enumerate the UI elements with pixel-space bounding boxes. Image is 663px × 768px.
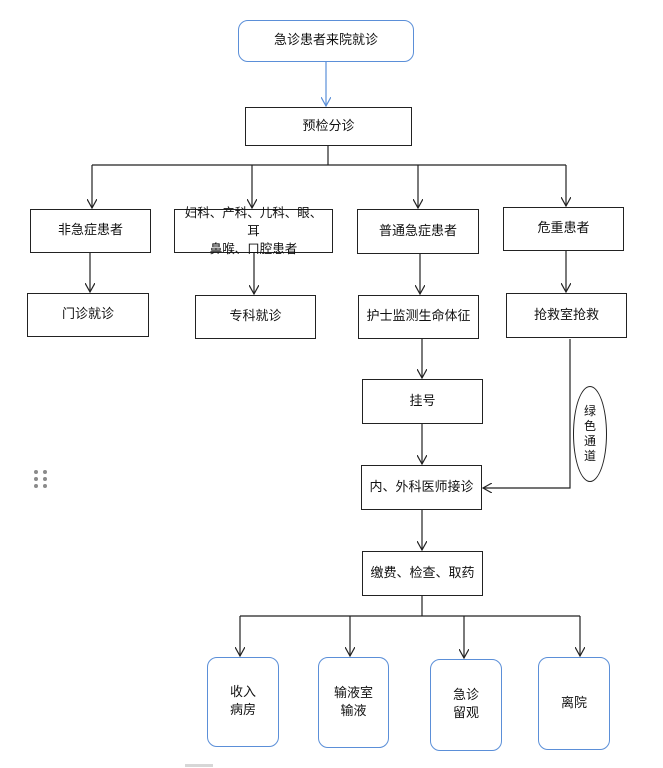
node-payment: 缴费、检查、取药 xyxy=(362,551,483,596)
node-start: 急诊患者来院就诊 xyxy=(238,20,414,62)
node-rescue: 抢救室抢救 xyxy=(506,293,627,338)
node-discharge: 离院 xyxy=(538,657,610,750)
node-critical-label: 危重患者 xyxy=(537,221,590,236)
node-triage-label: 预检分诊 xyxy=(302,118,355,134)
green-channel-label: 绿 色 通 道 xyxy=(573,386,607,482)
node-register: 挂号 xyxy=(362,379,483,424)
node-vital-signs-label: 护士监测生命体征 xyxy=(366,309,471,324)
node-specialty-patients-label: 妇科、产科、儿科、眼、耳 鼻喉、口腔患者 xyxy=(184,205,323,256)
node-specialty-visit: 专科就诊 xyxy=(195,295,316,339)
node-outpatient: 门诊就诊 xyxy=(27,293,149,337)
node-physician: 内、外科医师接诊 xyxy=(361,465,482,510)
node-infusion-label: 输液室 输液 xyxy=(333,685,373,719)
green-channel-text: 绿 色 通 道 xyxy=(583,404,596,463)
node-rescue-label: 抢救室抢救 xyxy=(533,307,599,323)
node-discharge-label: 离院 xyxy=(560,695,587,711)
node-specialty-visit-label: 专科就诊 xyxy=(229,309,282,324)
drag-handle-icon[interactable] xyxy=(34,470,48,488)
horizontal-scrollbar[interactable] xyxy=(185,764,213,767)
node-non-urgent: 非急症患者 xyxy=(30,209,151,253)
node-triage: 预检分诊 xyxy=(245,107,412,146)
node-infusion: 输液室 输液 xyxy=(318,657,389,748)
node-non-urgent-label: 非急症患者 xyxy=(57,223,123,238)
node-observe: 急诊 留观 xyxy=(430,659,502,751)
node-admit-label: 收入 病房 xyxy=(229,685,256,718)
node-register-label: 挂号 xyxy=(409,393,436,409)
node-specialty-patients: 妇科、产科、儿科、眼、耳 鼻喉、口腔患者 xyxy=(174,205,333,256)
node-common-urgent-label: 普通急症患者 xyxy=(378,223,457,239)
node-outpatient-label: 门诊就诊 xyxy=(61,307,114,322)
node-common-urgent: 普通急症患者 xyxy=(357,209,479,254)
node-payment-label: 缴费、检查、取药 xyxy=(370,565,475,581)
node-observe-label: 急诊 留观 xyxy=(452,688,479,721)
node-vital-signs: 护士监测生命体征 xyxy=(358,295,479,339)
node-physician-label: 内、外科医师接诊 xyxy=(369,479,474,495)
arrow-green-channel xyxy=(483,339,571,488)
node-admit: 收入 病房 xyxy=(207,657,279,747)
node-start-label: 急诊患者来院就诊 xyxy=(273,33,378,48)
node-critical: 危重患者 xyxy=(503,207,624,251)
